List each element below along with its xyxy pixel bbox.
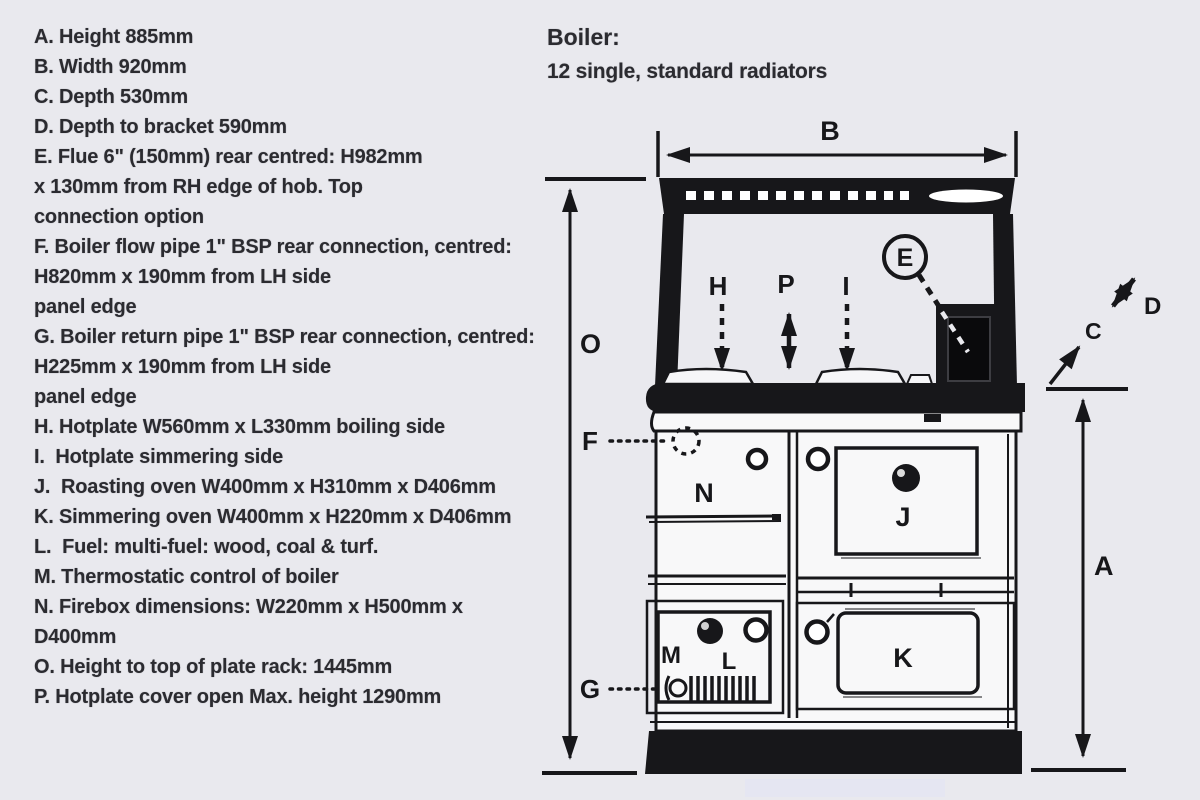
d-arrow — [1111, 277, 1136, 308]
label-N: N — [694, 478, 714, 508]
hotplate-callouts: H P I — [709, 269, 855, 372]
label-J: J — [895, 502, 910, 532]
spec-line: E. Flue 6" (150mm) rear centred: H982mm — [34, 146, 423, 168]
spec-line: G. Boiler return pipe 1" BSP rear connec… — [34, 326, 535, 348]
spec-line: O. Height to top of plate rack: 1445mm — [34, 656, 393, 678]
spec-line: D. Depth to bracket 590mm — [34, 116, 287, 138]
label-D: D — [1144, 293, 1161, 320]
label-H: H — [709, 271, 728, 301]
spec-line: C. Depth 530mm — [34, 86, 188, 108]
boiler-flow-callout-F: F — [582, 426, 701, 456]
door-knob — [745, 447, 769, 471]
dimension-width-B: B — [656, 116, 1018, 177]
flow-pipe-mark — [671, 426, 701, 456]
spec-line: H820mm x 190mm from LH side — [34, 266, 331, 288]
spec-line: panel edge — [34, 296, 137, 318]
spec-line: D400mm — [34, 626, 117, 648]
door-knob — [804, 619, 830, 645]
label-O: O — [580, 329, 601, 359]
label-I: I — [842, 271, 849, 301]
ashpit-door: M L G — [580, 599, 785, 715]
spec-line: N. Firebox dimensions: W220mm x H500mm x — [34, 596, 463, 618]
label-P: P — [777, 269, 794, 299]
spec-line: F. Boiler flow pipe 1" BSP rear connecti… — [34, 236, 512, 258]
flue — [936, 304, 998, 389]
spec-line: H. Hotplate W560mm x L330mm boiling side — [34, 416, 445, 438]
door-knob — [743, 617, 769, 643]
label-C: C — [1085, 318, 1102, 344]
spec-line: K. Simmering oven W400mm x H220mm x D406… — [34, 506, 512, 528]
label-L: L — [722, 648, 737, 675]
firebox-door: N — [645, 446, 831, 523]
simmering-oven-door: K — [795, 601, 1016, 711]
label-M: M — [661, 642, 681, 669]
cooker-body — [648, 429, 1018, 733]
roasting-oven-door: J — [834, 446, 981, 559]
spec-line: P. Hotplate cover open Max. height 1290m… — [34, 686, 442, 708]
spec-line: I. Hotplate simmering side — [34, 446, 284, 468]
plate-rack — [655, 178, 1017, 386]
door-knob — [805, 446, 831, 472]
spec-list: A. Height 885mm B. Width 920mm C. Depth 53… — [34, 22, 564, 712]
spec-line: J. Roasting oven W400mm x H310mm x D406m… — [34, 476, 496, 498]
spec-line: L. Fuel: multi-fuel: wood, coal & turf. — [34, 536, 379, 558]
boiler-note: Boiler: 12 single, standard radiators — [547, 24, 827, 84]
air-control-grille — [664, 675, 756, 701]
boiler-heading: Boiler: — [547, 24, 620, 50]
label-G: G — [580, 674, 600, 704]
dimension-depth-C: C — [1048, 318, 1102, 386]
label-K: K — [893, 643, 913, 673]
hob — [645, 383, 1025, 433]
c-arrow — [1048, 345, 1081, 386]
thermostat-knob — [697, 618, 723, 644]
spec-line: M. Thermostatic control of boiler — [34, 566, 339, 588]
plate-rack-slots — [686, 189, 1003, 203]
boiler-detail: 12 single, standard radiators — [547, 60, 828, 83]
spec-line: B. Width 920mm — [34, 56, 187, 78]
flue-callout-E: E — [882, 234, 943, 310]
spec-line: x 130mm from RH edge of hob. Top — [34, 176, 363, 198]
label-F: F — [582, 426, 598, 456]
label-A: A — [1094, 551, 1114, 581]
spec-line: panel edge — [34, 386, 137, 408]
spec-line: connection option — [34, 206, 204, 228]
plate-rack-right-post — [993, 214, 1017, 386]
dimension-depth-to-bracket-D: D — [1111, 277, 1161, 320]
label-E: E — [897, 244, 914, 272]
dimension-height-A: A — [1031, 387, 1128, 772]
spec-line: H225mm x 190mm from LH side — [34, 356, 331, 378]
oven-knob — [892, 464, 920, 492]
hotplate-lids — [660, 367, 934, 386]
dimension-plate-rack-height-O: O — [542, 177, 646, 775]
spec-line: A. Height 885mm — [34, 26, 194, 48]
label-B: B — [820, 116, 840, 146]
plate-rack-left-post — [655, 214, 684, 386]
plinth — [645, 731, 1022, 797]
